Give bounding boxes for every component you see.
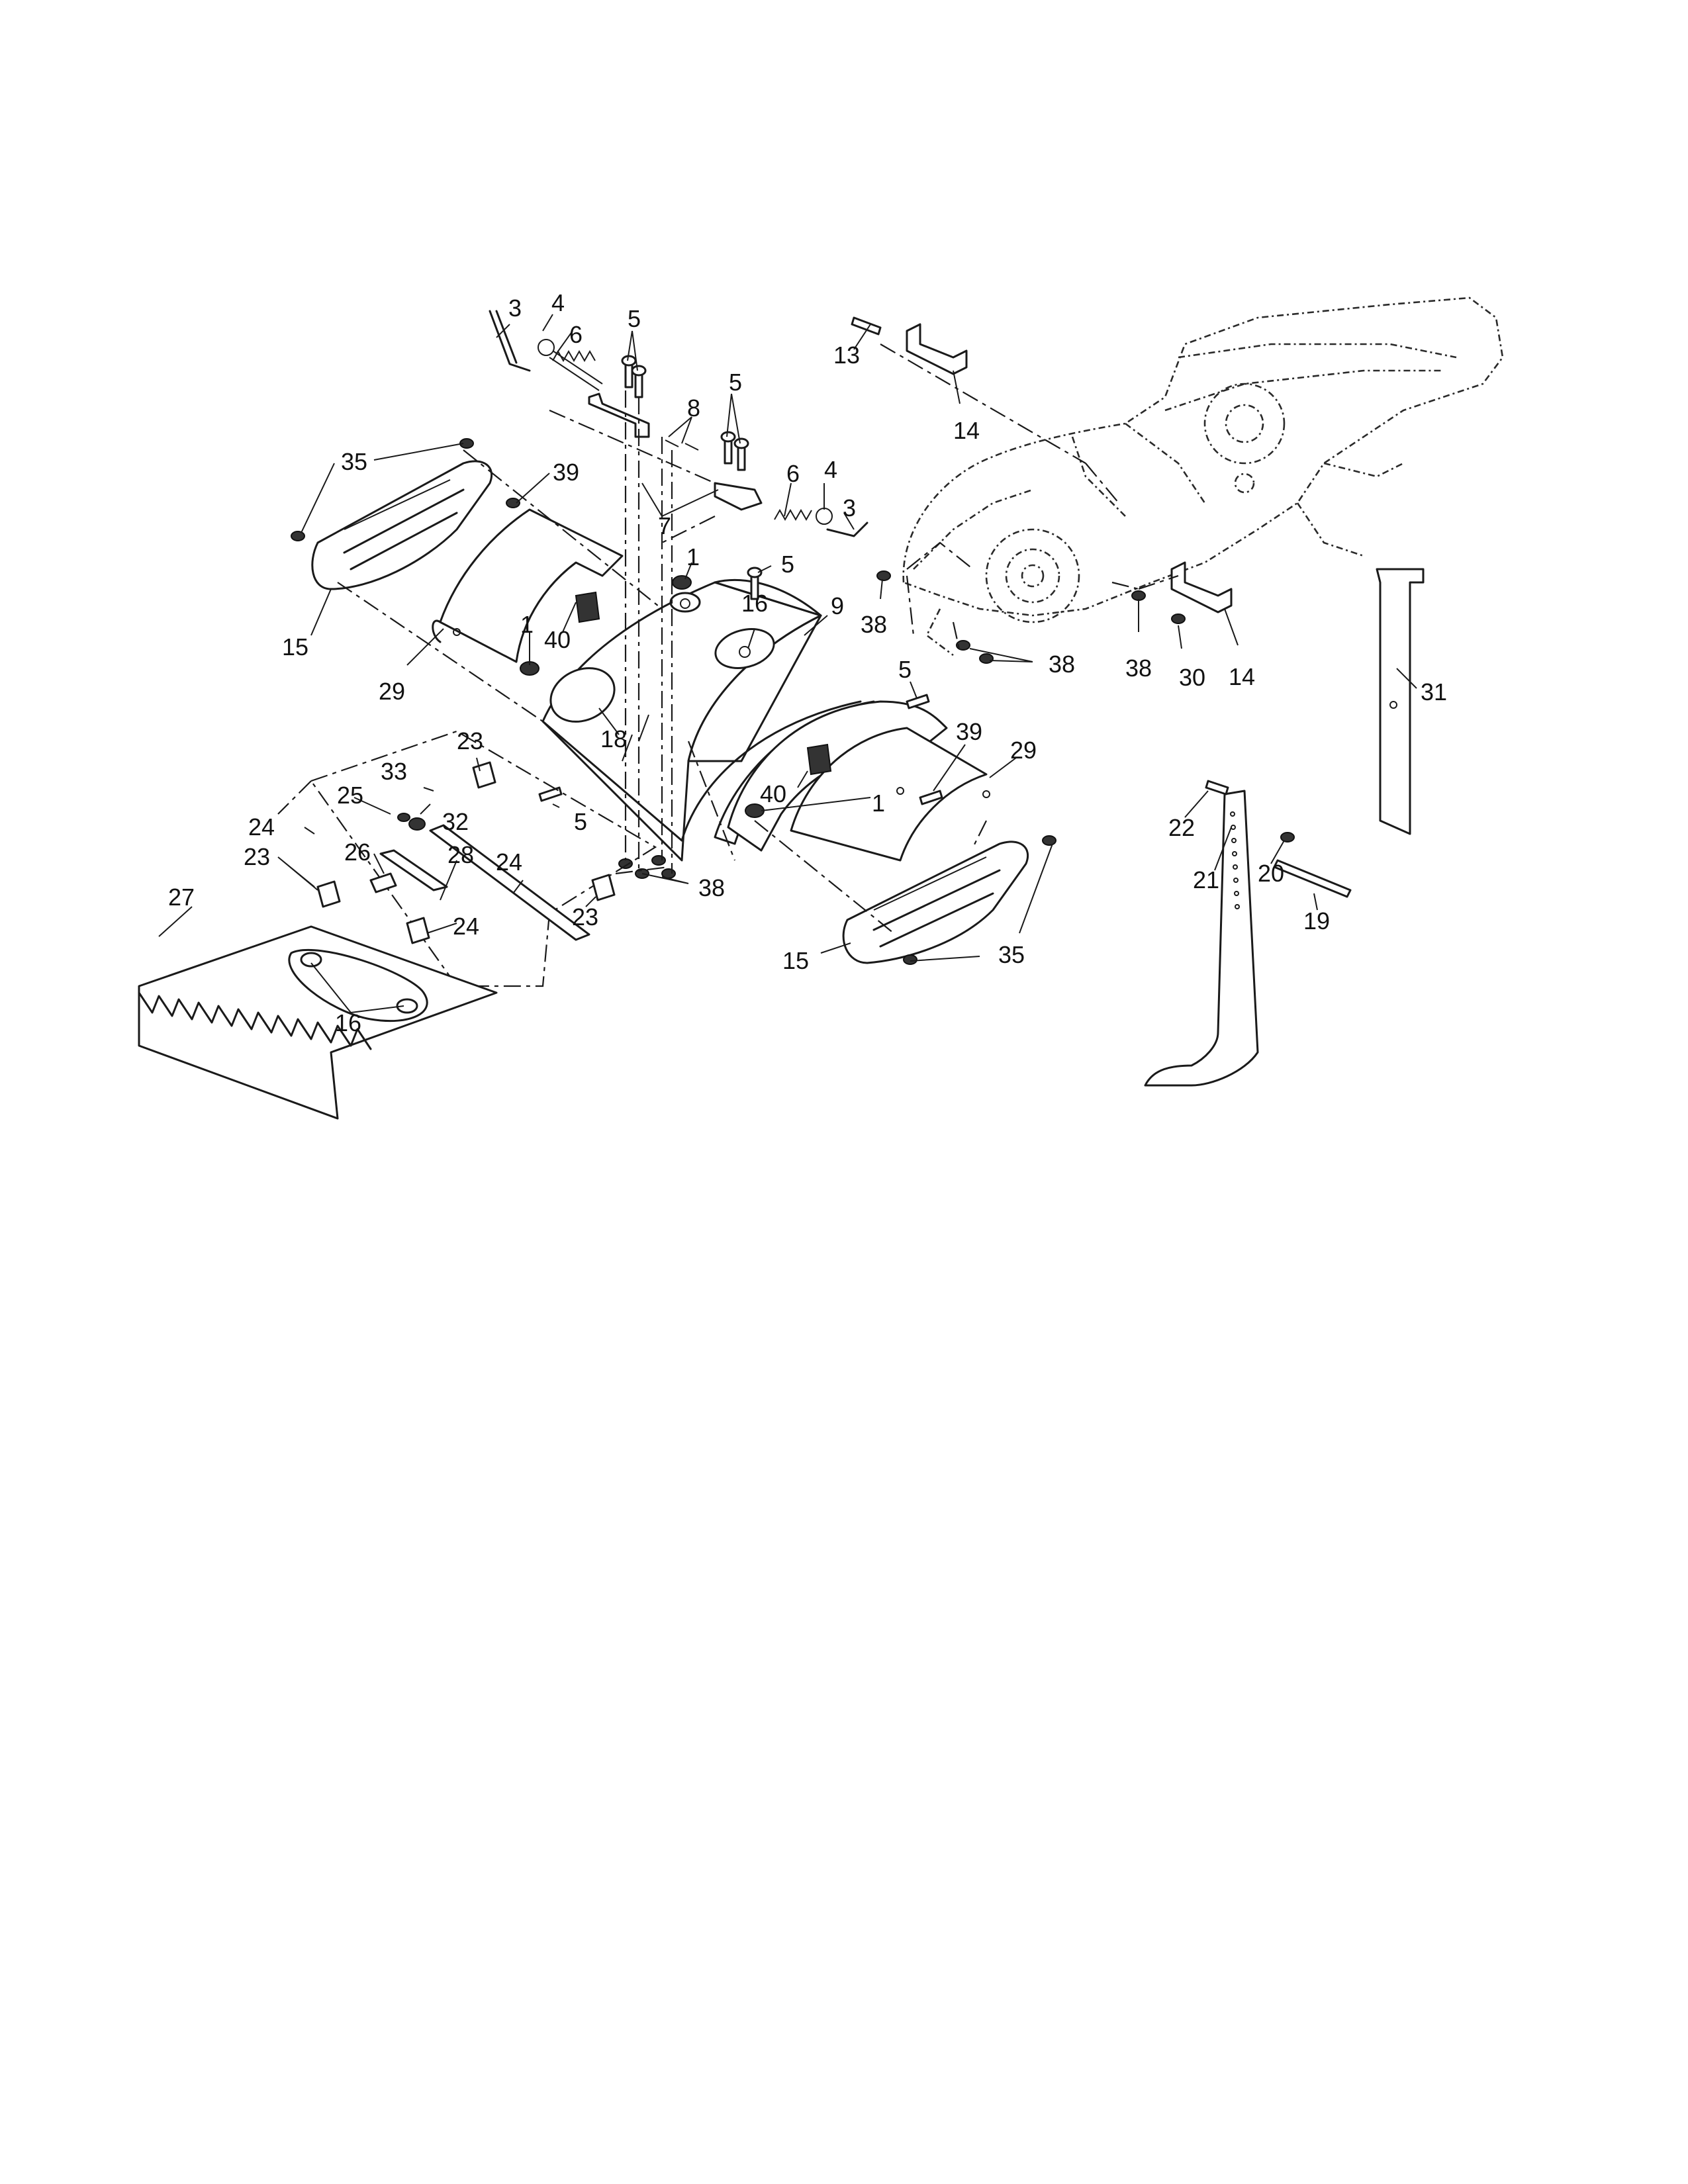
leader-lines — [158, 314, 1417, 1013]
extension-shield-left — [311, 460, 493, 590]
part-label: 28 — [447, 841, 475, 868]
part-label: 1 — [686, 543, 700, 570]
part-label: 23 — [243, 843, 271, 870]
part-label: 24 — [248, 813, 275, 841]
part-label: 31 — [1420, 678, 1448, 705]
side-shield-right — [790, 727, 990, 862]
spring-6-lower — [774, 508, 812, 522]
part-label: 9 — [830, 592, 845, 619]
part-label: 6 — [569, 321, 583, 348]
part-label: 21 — [1192, 866, 1220, 893]
part-label: 23 — [571, 903, 599, 931]
spring-6-upper — [552, 349, 596, 363]
bracket-14-lower — [1170, 561, 1233, 614]
part-label: 5 — [728, 369, 743, 396]
side-shield-left — [432, 508, 624, 663]
bar-31 — [1376, 568, 1425, 835]
part-label: 15 — [281, 633, 309, 660]
part-label: 29 — [1009, 737, 1037, 764]
part-label: 16 — [334, 1009, 362, 1036]
part-label: 5 — [573, 808, 588, 835]
part-label: 6 — [786, 460, 800, 487]
part-label: 1 — [520, 611, 534, 638]
part-label: 14 — [953, 417, 980, 444]
pin-19 — [1273, 859, 1352, 898]
part-label: 30 — [1178, 664, 1206, 691]
alignment-lines — [337, 343, 1179, 934]
part-label: 25 — [336, 782, 364, 809]
rod-assembly-upper — [489, 310, 650, 438]
extension-shield-right — [842, 841, 1029, 964]
part-label: 38 — [1048, 651, 1076, 678]
part-label: 3 — [508, 295, 522, 322]
part-label: 39 — [552, 459, 580, 486]
rod-assembly-lower — [714, 482, 868, 537]
part-label: 20 — [1257, 860, 1285, 887]
part-label: 1 — [871, 790, 886, 817]
part-label: 14 — [1228, 663, 1256, 690]
part-label: 33 — [380, 758, 408, 785]
part-label: 40 — [543, 626, 571, 653]
bracket-14-upper — [906, 323, 968, 375]
part-label: 38 — [698, 874, 726, 901]
tiller-body-outline — [902, 296, 1504, 657]
part-label: 32 — [442, 808, 469, 835]
part-label: 24 — [452, 913, 480, 940]
part-label: 35 — [998, 941, 1025, 968]
part-label: 4 — [551, 289, 565, 316]
part-label: 15 — [782, 947, 810, 974]
part-label: 22 — [1168, 814, 1196, 841]
part-label: 35 — [340, 448, 368, 475]
rod-guides — [624, 390, 716, 874]
part-label: 19 — [1303, 907, 1331, 934]
part-label: 7 — [657, 512, 672, 539]
part-label: 3 — [842, 494, 857, 522]
part-label: 39 — [955, 718, 983, 745]
part-label: 38 — [1125, 655, 1152, 682]
depth-stake — [1144, 790, 1259, 1087]
part-label: 18 — [600, 725, 628, 752]
part-label: 24 — [495, 848, 523, 876]
part-label: 5 — [898, 656, 912, 683]
part-label: 40 — [759, 780, 787, 807]
part-label: 5 — [780, 551, 795, 578]
part-label: 38 — [860, 611, 888, 638]
part-label: 29 — [378, 678, 406, 705]
part-label: 16 — [741, 590, 769, 617]
part-label: 26 — [344, 839, 371, 866]
part-label: 4 — [823, 456, 838, 483]
tine-box — [138, 730, 657, 1120]
part-label: 5 — [627, 305, 641, 332]
part-label: 13 — [833, 341, 861, 369]
part-label: 27 — [167, 884, 195, 911]
part-label: 8 — [686, 394, 701, 422]
part-label: 23 — [456, 727, 484, 754]
